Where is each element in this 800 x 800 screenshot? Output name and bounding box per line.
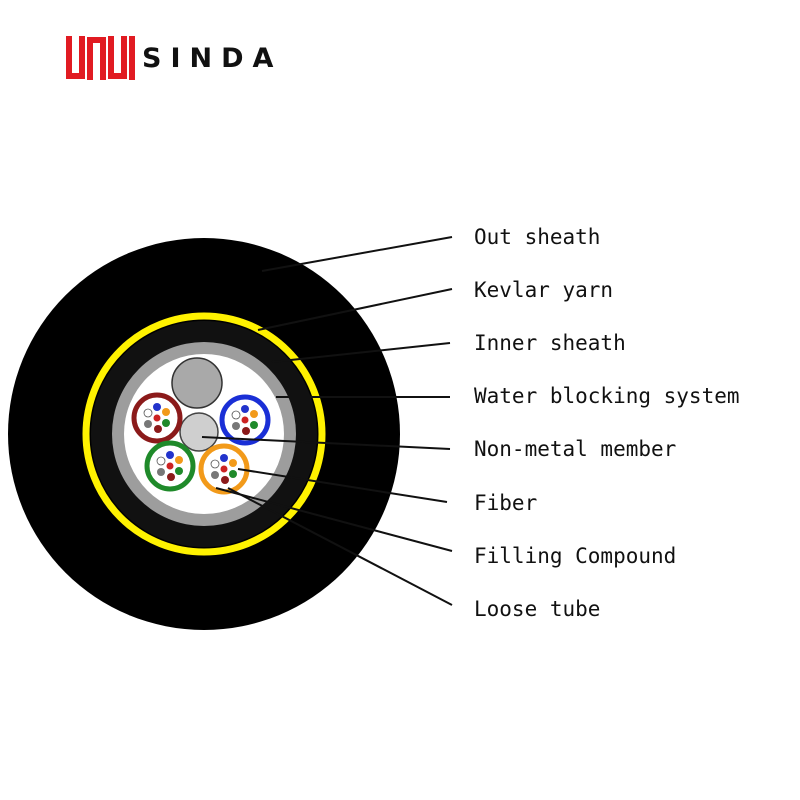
label-non-metal-member: Non-metal member	[474, 437, 677, 461]
brand-name: SINDA	[142, 42, 283, 74]
loose-tube-orange	[198, 443, 250, 495]
leader-kevlar-yarn	[257, 288, 453, 331]
loose-tube-red	[131, 392, 183, 444]
leader-inner-sheath	[271, 342, 451, 363]
label-kevlar-yarn: Kevlar yarn	[474, 278, 614, 302]
kevlar-yarn-ring	[82, 312, 326, 556]
leader-non-metal-member	[201, 436, 451, 450]
sinda-logo-icon	[66, 36, 135, 80]
label-filling-compound: Filling Compound	[474, 544, 677, 568]
leader-out-sheath	[261, 236, 453, 272]
filler-rod	[171, 357, 223, 409]
loose-tube-green	[144, 440, 196, 492]
leader-loose-tube	[227, 487, 453, 606]
label-fiber: Fiber	[474, 491, 538, 515]
label-out-sheath: Out sheath	[474, 225, 601, 249]
loose-tube-blue	[219, 394, 271, 446]
label-water-blocking-system: Water blocking system	[474, 384, 740, 408]
label-inner-sheath: Inner sheath	[474, 331, 626, 355]
brand-logo: SINDA	[64, 30, 282, 86]
leader-filling-compound	[215, 487, 453, 552]
leader-fiber	[237, 468, 448, 503]
non-metal-member	[179, 412, 219, 452]
label-loose-tube: Loose tube	[474, 597, 601, 621]
